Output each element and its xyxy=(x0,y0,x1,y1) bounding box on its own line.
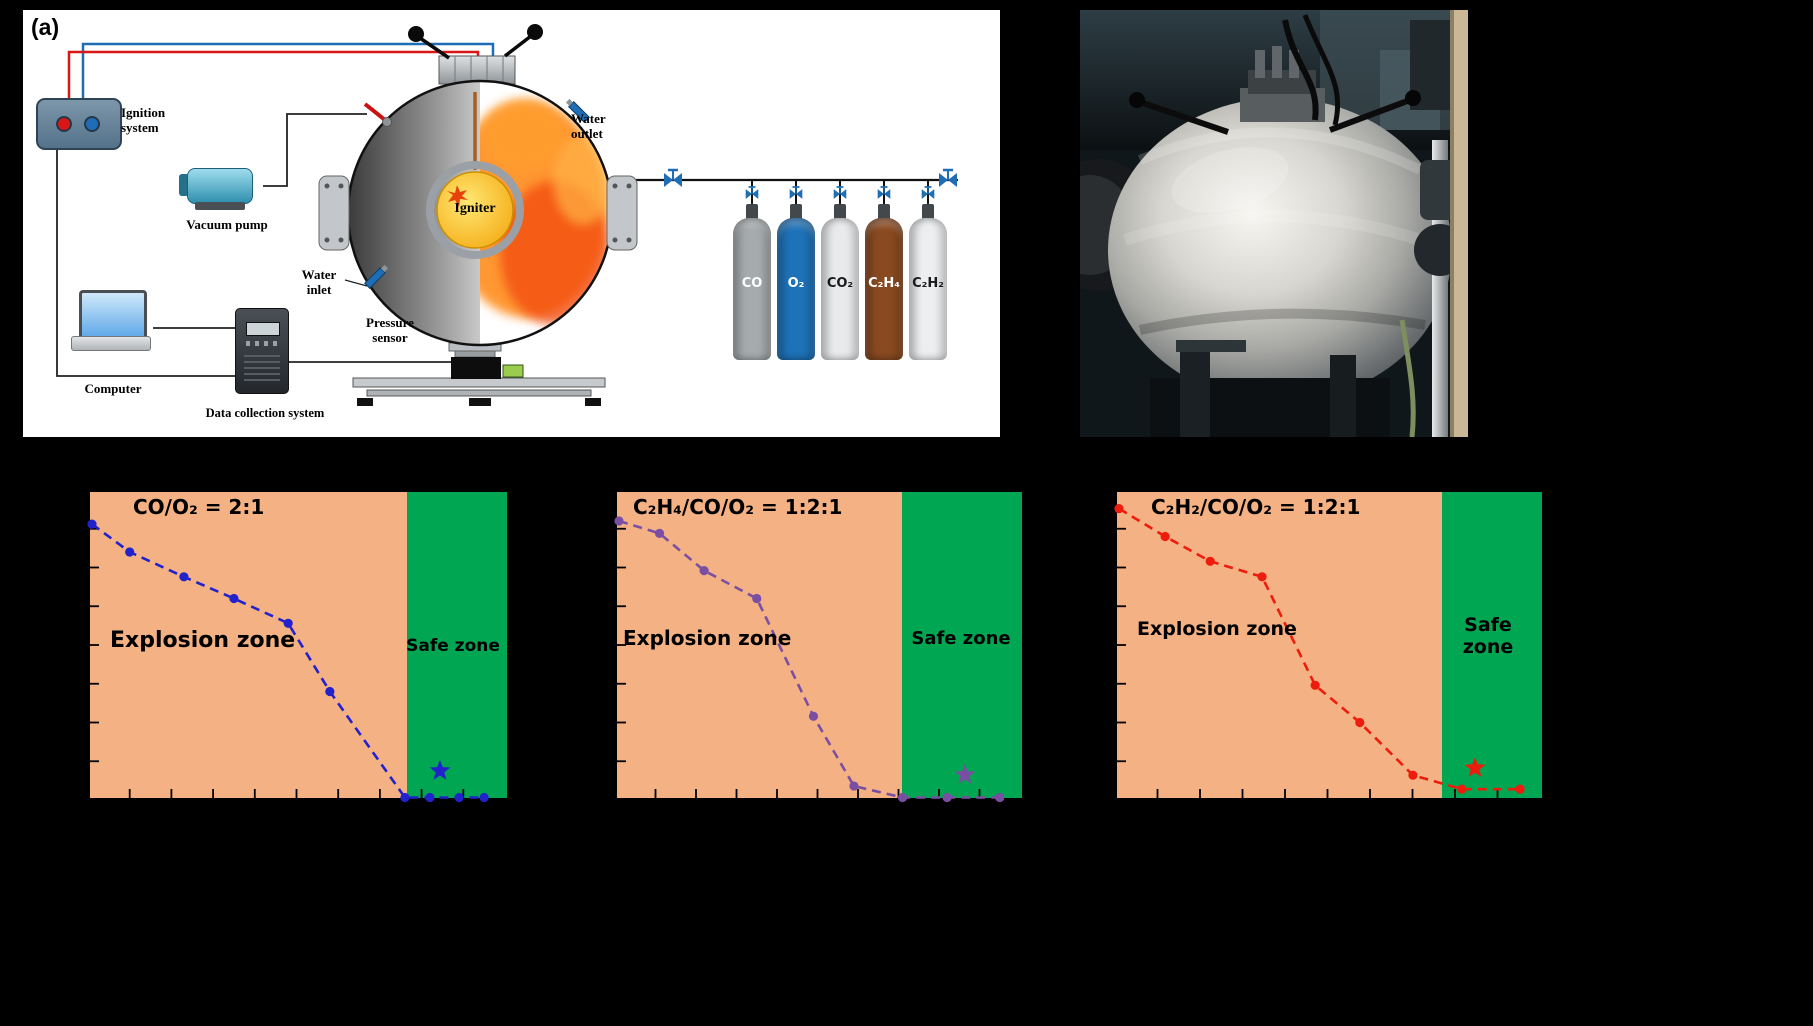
cylinder-label: CO₂ xyxy=(826,276,854,291)
left-flange xyxy=(318,175,350,251)
safe-zone-label: Safe zone xyxy=(1462,614,1514,658)
data-collection-system-icon xyxy=(235,308,289,394)
gas-cylinder-c2h2: C₂H₂ xyxy=(909,218,947,360)
star-marker xyxy=(954,763,976,784)
cylinder-label: O₂ xyxy=(787,276,805,291)
computer-base xyxy=(71,336,151,351)
safe-zone-label: Safe zone xyxy=(406,636,500,656)
chart-title: C₂H₄/CO/O₂ = 1:2:1 xyxy=(633,495,843,519)
apparatus-schematic xyxy=(56,24,958,406)
star-marker xyxy=(1464,757,1486,777)
cylinder-label: C₂H₂ xyxy=(912,276,944,291)
pressure-sensor-label: Pressure sensor xyxy=(366,315,414,345)
plot-area xyxy=(88,490,507,800)
panel-a-schematic: (a) Ignition system Vacuum pump Water ou… xyxy=(23,10,1000,437)
panel-label-a: (a) xyxy=(31,14,60,40)
cylinder-label: C₂H₄ xyxy=(868,276,900,291)
main-valve-icon xyxy=(939,168,957,187)
vacuum-pump-label: Vacuum pump xyxy=(186,217,268,232)
chart-c2h4-co-o2: C₂H₄/CO/O₂ = 1:2:1 Explosion zone Safe z… xyxy=(614,490,1022,803)
vacuum-pump-icon xyxy=(187,168,253,204)
igniter-ring xyxy=(426,161,524,259)
water-inlet-label: Water inlet xyxy=(301,267,337,297)
inlet-pointer-line xyxy=(344,279,368,287)
cylinder-valve-icon xyxy=(833,186,847,199)
cylinder-valve-icon xyxy=(745,186,759,199)
chart-series-svg xyxy=(614,516,1005,803)
safe-zone-region xyxy=(406,492,507,798)
chart-series-svg xyxy=(87,519,489,803)
ignition-system-box xyxy=(36,98,122,150)
vacuum-pump-cap xyxy=(179,174,189,196)
vacuum-pump-base xyxy=(195,202,245,210)
sensor-box xyxy=(451,357,501,379)
safe-zone-region xyxy=(1442,492,1542,798)
plot-area xyxy=(1115,490,1542,800)
apparatus-photo-rendering xyxy=(1036,10,1468,438)
explosion-zone-label: Explosion zone xyxy=(1137,618,1297,640)
cylinder-valve-icon xyxy=(789,186,803,199)
computer-label: Computer xyxy=(84,381,142,396)
red-indicator-icon xyxy=(56,116,72,132)
blue-wire xyxy=(81,42,495,98)
gas-cylinder-co: CO xyxy=(733,218,771,360)
safe-zone-label: Safe zone xyxy=(911,628,1011,649)
chart-series-svg xyxy=(1114,504,1525,798)
apparatus-photo xyxy=(1036,10,1468,438)
red-wire xyxy=(67,50,480,98)
chart-title: C₂H₂/CO/O₂ = 1:2:1 xyxy=(1151,495,1361,519)
tower-display xyxy=(246,322,280,336)
ignition-system-label: Ignition system xyxy=(121,105,166,135)
flame xyxy=(480,99,612,325)
vessel-sphere xyxy=(1108,98,1452,402)
valve-knob xyxy=(527,24,543,40)
explosion-zone-label: Explosion zone xyxy=(110,628,296,653)
right-flange xyxy=(606,175,638,251)
water-outlet-label: Water outlet xyxy=(571,111,606,141)
safe-zone-region xyxy=(902,492,1022,798)
cylinder-valve-icon xyxy=(877,186,891,199)
valve-knob xyxy=(408,26,424,42)
cylinder-label: CO xyxy=(741,276,763,291)
signal-line xyxy=(56,146,235,377)
green-module xyxy=(502,364,524,378)
blue-indicator-icon xyxy=(84,116,100,132)
gas-cylinder-co2: CO₂ xyxy=(821,218,859,360)
pump-line xyxy=(263,113,367,187)
sphere-left-half xyxy=(348,81,480,345)
cylinder-valve-icon xyxy=(921,186,935,199)
chart-c2h2-co-o2: C₂H₂/CO/O₂ = 1:2:1 Explosion zone Safe z… xyxy=(1114,490,1542,800)
main-valve-icon xyxy=(664,168,682,187)
igniter-label: Igniter xyxy=(454,201,496,216)
chart-co-o2: CO/O₂ = 2:1 Explosion zone Safe zone xyxy=(87,490,507,803)
star-marker xyxy=(429,759,451,780)
computer-icon xyxy=(79,290,147,340)
explosion-zone-label: Explosion zone xyxy=(623,626,792,650)
spark-icon xyxy=(447,185,468,207)
gas-cylinder-c2h4: C₂H₄ xyxy=(865,218,903,360)
chart-title: CO/O₂ = 2:1 xyxy=(133,495,265,519)
plot-area xyxy=(615,490,1022,800)
gas-cylinder-o2: O₂ xyxy=(777,218,815,360)
tower-vents xyxy=(244,355,280,385)
data-collection-system-label: Data collection system xyxy=(205,406,325,420)
tower-buttons xyxy=(246,341,278,346)
red-valve-handle xyxy=(363,102,387,122)
